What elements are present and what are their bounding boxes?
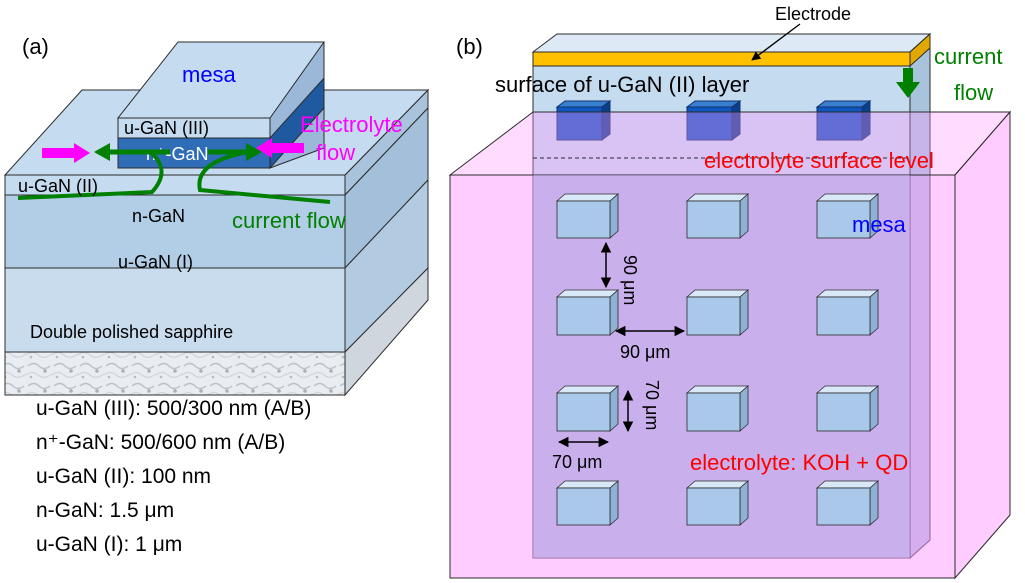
panel-a: (a) mesa u-GaN (III) n⁺-GaN xyxy=(3,34,430,397)
electrolyte-side-face xyxy=(954,110,1011,580)
pillar-r4c1 xyxy=(556,487,611,526)
electrolyte-flow-label-2: flow xyxy=(316,140,355,165)
u-gan-ii-label: u-GaN (II) xyxy=(18,176,98,196)
pillar-row-4 xyxy=(555,480,880,526)
mesa-label: mesa xyxy=(182,62,237,87)
dim-label-h2: 70 μm xyxy=(552,452,602,472)
electrode-side xyxy=(909,32,931,68)
panel-a-label: (a) xyxy=(22,34,49,59)
pillar-row-3 xyxy=(555,385,880,432)
mesa-top-face xyxy=(531,33,932,53)
electrolyte-arrow-left-head xyxy=(74,143,90,163)
electrolyte-arrow-right-shaft xyxy=(270,143,304,153)
u-gan-iii-label: u-GaN (III) xyxy=(124,118,209,138)
pillar-r1c1 xyxy=(556,200,611,239)
sapphire-front xyxy=(4,351,346,396)
dim-label-v1: 90 μm xyxy=(620,255,640,305)
current-path-left xyxy=(17,150,164,200)
n-gan-front xyxy=(4,194,346,269)
electrolyte-arrow-left-shaft xyxy=(42,148,76,158)
pillar-r3c2 xyxy=(686,392,741,432)
current-arrow-left-head xyxy=(94,143,110,161)
current-arrow-b-shaft xyxy=(903,68,913,84)
electrolyte-flow-label-1: Electrolyte xyxy=(300,112,403,137)
electrode-strip xyxy=(532,51,911,67)
pillar-r2c2 xyxy=(686,296,741,336)
layer-specifications: u-GaN (III): 500/300 nm (A/B) n⁺-GaN: 50… xyxy=(36,392,311,562)
pillar-r1c3 xyxy=(816,200,871,239)
pillar-r3c1 xyxy=(556,392,611,432)
pillar-r2c3 xyxy=(816,296,871,336)
current-arrow-b-head xyxy=(896,82,920,98)
spec-line-5: u-GaN (I): 1 μm xyxy=(36,533,183,556)
electrode-pointer xyxy=(751,23,801,61)
substrate-label: Double polished sapphire xyxy=(30,322,233,342)
mesa-b-label: mesa xyxy=(852,212,907,237)
electrode-label: Electrode xyxy=(775,4,851,24)
spec-line-3: u-GaN (II): 100 nm xyxy=(36,465,212,488)
surface-label: surface of u-GaN (II) layer xyxy=(495,72,749,97)
pillar-r3c3 xyxy=(816,392,871,432)
pillar-r4c2 xyxy=(686,487,741,526)
spec-line-4: n-GaN: 1.5 μm xyxy=(36,499,175,522)
pillar-r1c2 xyxy=(686,200,741,239)
n-plus-gan-label: n⁺-GaN xyxy=(146,144,209,164)
current-flow-label: current flow xyxy=(232,208,346,233)
dim-label-v2: 70 μm xyxy=(642,380,662,430)
panel-b-label: (b) xyxy=(456,34,483,59)
current-label-1: current xyxy=(934,44,1002,69)
pillar-r2c1 xyxy=(556,296,611,336)
spec-line-2: n⁺-GaN: 500/600 nm (A/B) xyxy=(36,431,286,454)
pillar-grid xyxy=(555,193,880,526)
u-gan-i-label: u-GaN (I) xyxy=(118,252,193,272)
panel-b: (b) xyxy=(448,4,1012,580)
u-gan-i-front xyxy=(4,267,346,353)
dim-label-h1: 90 μm xyxy=(620,342,670,362)
pillar-row-2 xyxy=(555,289,880,336)
pillar-row-1 xyxy=(555,193,880,239)
current-arrow-right-head xyxy=(246,143,262,161)
electrolyte-arrow-right-head xyxy=(256,138,272,158)
pillar-r4c3 xyxy=(816,487,871,526)
electrolyte-label: electrolyte: KOH + QD xyxy=(690,450,908,475)
n-gan-label: n-GaN xyxy=(132,206,185,226)
electrolyte-surface-label: electrolyte surface level xyxy=(704,148,934,173)
spec-line-1: u-GaN (III): 500/300 nm (A/B) xyxy=(36,397,312,420)
current-label-2: flow xyxy=(954,80,993,105)
